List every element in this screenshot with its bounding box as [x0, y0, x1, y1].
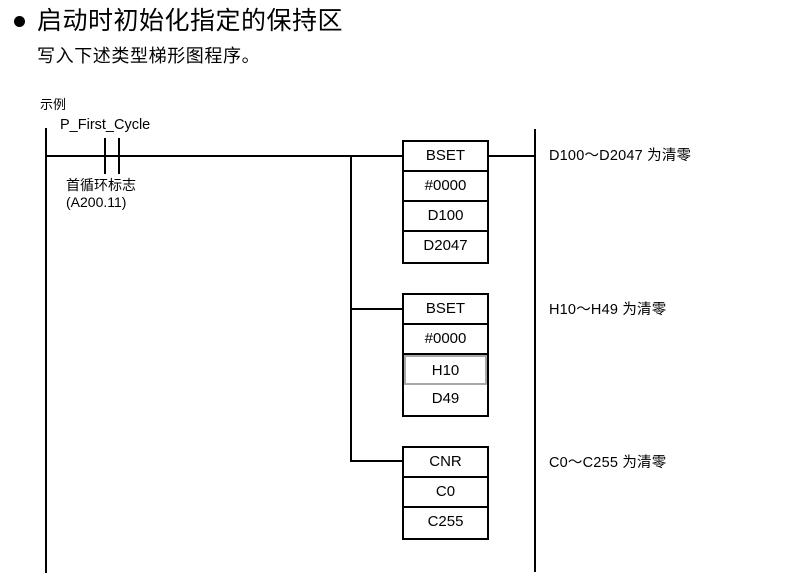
instruction-operand[interactable]: D2047 [404, 232, 487, 262]
rung-wire-main [45, 155, 352, 157]
rung-comment-1: D100～D2047 为清零 [549, 148, 692, 164]
instruction-operand-selected[interactable]: H10 [404, 355, 487, 385]
right-power-rail [534, 129, 536, 572]
instruction-mnemonic[interactable]: BSET [404, 295, 487, 325]
page-title: 启动时初始化指定的保持区 [37, 7, 344, 35]
instruction-operand[interactable]: C255 [404, 508, 487, 538]
bullet-dot-icon [14, 15, 25, 27]
output-wire-1 [489, 155, 535, 157]
rung-comment-2: H10～H49 为清零 [549, 302, 667, 318]
instruction-block-2[interactable]: BSET #0000 H10 D49 [402, 293, 489, 417]
branch-stub-wire-3 [350, 460, 404, 462]
contact-name-label: P_First_Cycle [60, 117, 151, 133]
instruction-block-1[interactable]: BSET #0000 D100 D2047 [402, 140, 489, 264]
instruction-block-3[interactable]: CNR C0 C255 [402, 446, 489, 540]
instruction-operand[interactable]: #0000 [404, 172, 487, 202]
instruction-operand[interactable]: #0000 [404, 325, 487, 355]
rung-comment-3: C0～C255 为清零 [549, 455, 667, 471]
instruction-mnemonic[interactable]: BSET [404, 142, 487, 172]
branch-stub-wire-2 [350, 308, 404, 310]
contact-bar-left-icon [104, 138, 106, 174]
example-label: 示例 [40, 97, 67, 112]
contact-description-label: 首循环标志 [66, 177, 136, 193]
instruction-operand[interactable]: C0 [404, 478, 487, 508]
instruction-operand[interactable]: D49 [404, 385, 487, 415]
page-subtitle: 写入下述类型梯形图程序。 [37, 46, 261, 67]
left-power-rail [45, 128, 47, 573]
instruction-operand[interactable]: D100 [404, 202, 487, 232]
page-heading: 启动时初始化指定的保持区 [14, 6, 343, 36]
instruction-mnemonic[interactable]: CNR [404, 448, 487, 478]
contact-bar-right-icon [118, 138, 120, 174]
contact-address-label: (A200.11) [66, 194, 127, 210]
branch-stub-wire-1 [350, 155, 404, 157]
